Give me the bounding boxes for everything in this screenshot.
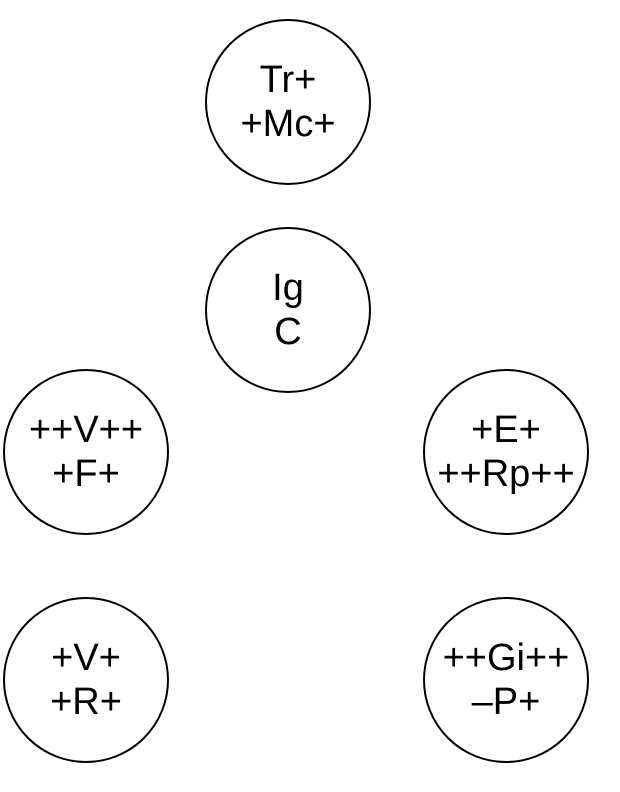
circle-node-ig-c: Ig C [205, 227, 371, 393]
node-label-bottom: +R+ [50, 681, 122, 723]
circle-node-e-rp: +E+ ++Rp++ [423, 369, 589, 535]
node-label-top: Ig [272, 267, 304, 309]
node-label-top: +E+ [471, 409, 541, 451]
node-label-bottom: +F+ [52, 453, 120, 495]
circle-node-gi-p: ++Gi++ –P+ [423, 597, 589, 763]
circle-node-v-r: +V+ +R+ [3, 597, 169, 763]
node-label-bottom: ++Rp++ [437, 453, 575, 495]
node-label-bottom: –P+ [471, 681, 541, 723]
node-label-top: +V+ [51, 637, 121, 679]
node-label-top: ++Gi++ [442, 637, 570, 679]
node-label-top: Tr+ [259, 59, 317, 101]
circle-node-tr-mc: Tr+ +Mc+ [205, 19, 371, 185]
node-label-top: ++V++ [28, 409, 144, 451]
node-label-bottom: +Mc+ [240, 103, 336, 145]
circle-node-v-f: ++V++ +F+ [3, 369, 169, 535]
node-label-bottom: C [274, 311, 302, 353]
